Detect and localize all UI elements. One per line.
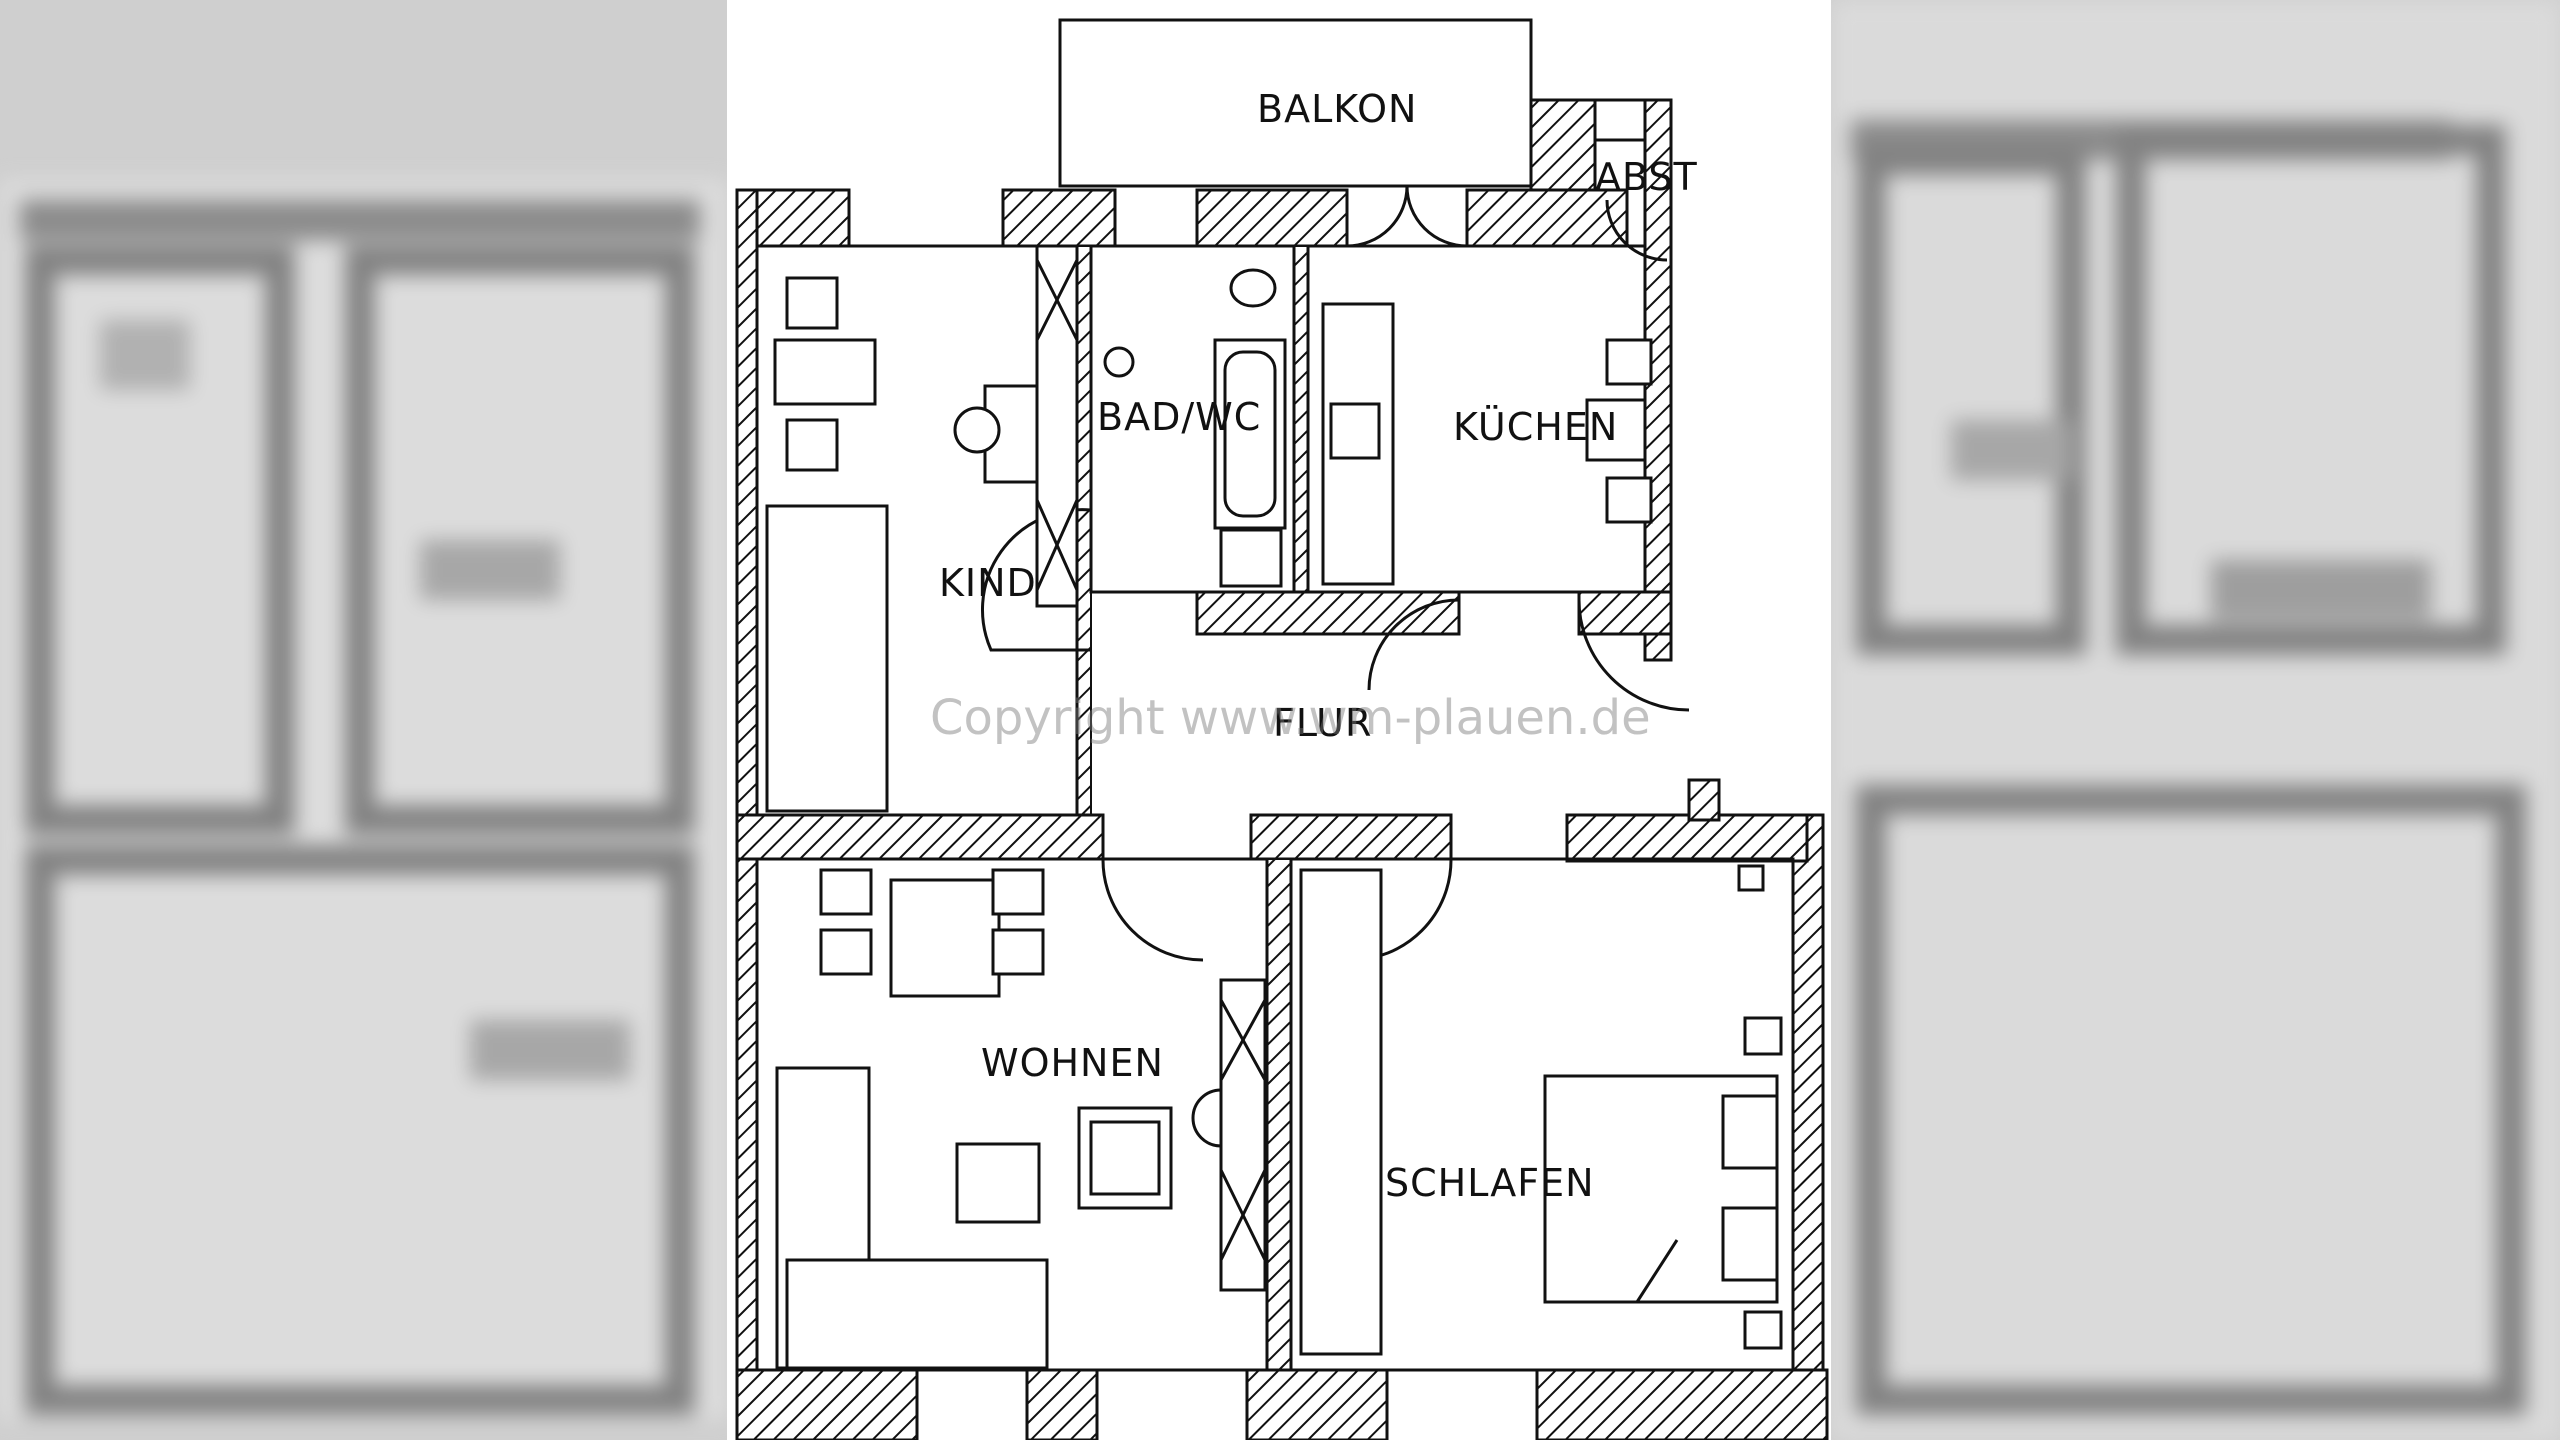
room-label-kuechen: KÜCHEN: [1453, 405, 1618, 449]
balcony: BALKON: [1058, 18, 1533, 188]
room-label-flur: FLUR: [1273, 701, 1372, 745]
furniture-wohnen: [775, 868, 1267, 1370]
background-blur-right: [1831, 0, 2560, 1440]
room-labels: ABST BAD/WC KÜCHEN KIND FLUR WOHNEN SCHL…: [939, 155, 1698, 1205]
room-label-kind: KIND: [939, 561, 1037, 605]
room-label-schlafen: SCHLAFEN: [1385, 1161, 1595, 1205]
door-swings: [980, 185, 1690, 962]
room-label-wohnen: WOHNEN: [981, 1041, 1164, 1085]
furniture-kind: [765, 244, 1079, 813]
room-label-balkon: BALKON: [1257, 87, 1417, 131]
background-blur-left: [0, 0, 727, 1440]
room-label-abst: ABST: [1595, 155, 1698, 199]
room-label-bad-wc: BAD/WC: [1097, 395, 1261, 439]
furniture-bad: [1103, 268, 1287, 588]
furniture-kuechen: [1321, 302, 1653, 586]
room-outlines: [755, 244, 1795, 1372]
furniture-schlafen: [1299, 864, 1783, 1356]
copyright-watermark: Copyright www.wm-plauen.de: [930, 690, 1651, 746]
walls: [735, 98, 1829, 1440]
floor-plan: BALKON: [727, 0, 1831, 1440]
